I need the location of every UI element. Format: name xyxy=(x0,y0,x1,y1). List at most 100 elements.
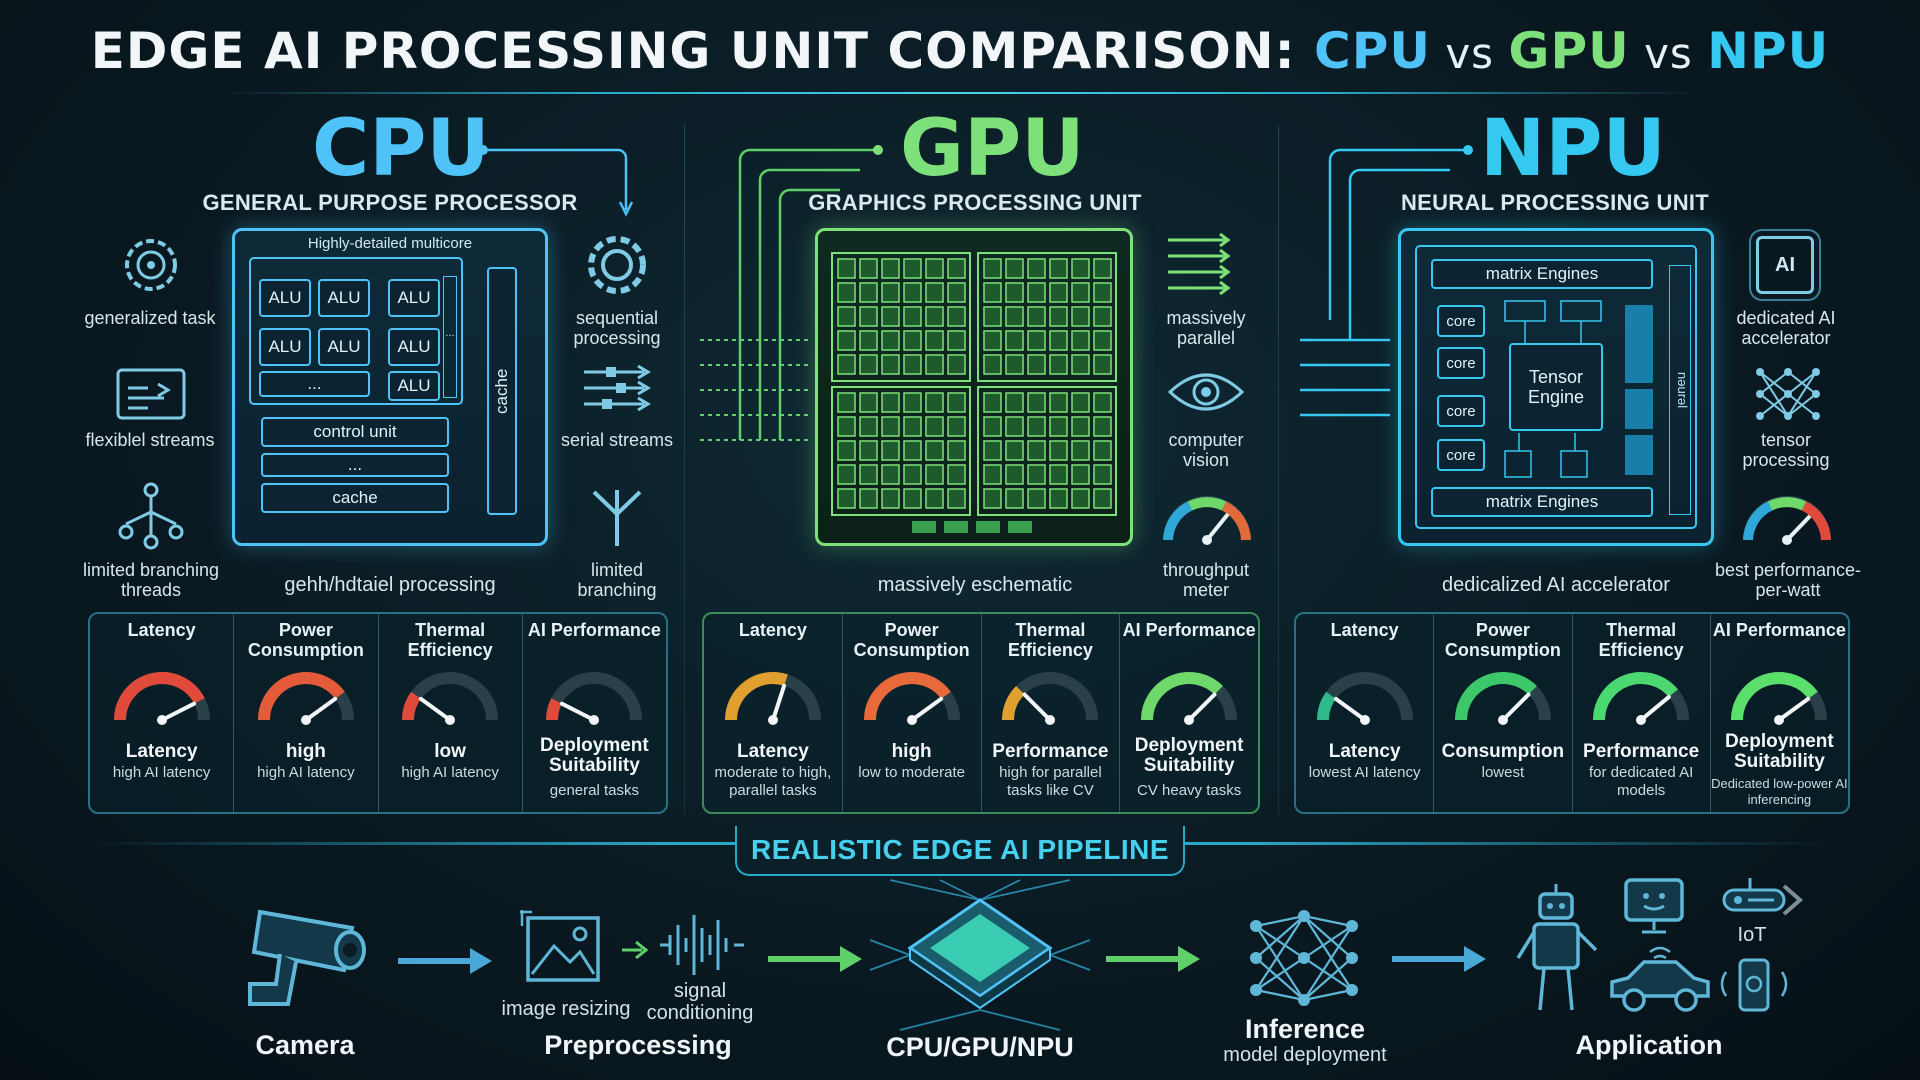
title-vs: vs xyxy=(1629,29,1708,78)
gauge-track xyxy=(546,672,643,721)
metric-description: moderate to high, parallel tasks xyxy=(714,764,832,799)
neural-network-icon xyxy=(1250,910,1358,1006)
gpu-core-tile xyxy=(1005,488,1024,509)
gpu-core-tile xyxy=(1071,354,1090,375)
gpu-core-tile xyxy=(859,258,878,279)
gauge-hub xyxy=(1497,715,1508,725)
gpu-core-tile xyxy=(947,354,966,375)
cpu-right-label: sequential processing xyxy=(573,308,661,348)
gpu-core-tile xyxy=(859,392,878,413)
npu-side-strip: nəurəl xyxy=(1669,265,1691,515)
pipeline-title-frame xyxy=(735,826,1185,876)
gpu-core-tile xyxy=(1005,306,1024,327)
cpu-chip-diagram: Highly-detailed multicore ALU ALU ALU AL… xyxy=(232,228,548,546)
cpu-left-label: generalized task xyxy=(84,308,216,328)
gpu-core-tile xyxy=(881,488,900,509)
gpu-core-tile xyxy=(1027,330,1046,351)
gpu-core-tile xyxy=(925,440,944,461)
cpu-cache-bottom: cache xyxy=(261,483,449,513)
gpu-core-tile xyxy=(1049,354,1068,375)
gpu-core-tile xyxy=(1005,440,1024,461)
gauge-needle xyxy=(1777,696,1811,722)
gpu-core-tile xyxy=(1093,440,1112,461)
gpu-core-tile xyxy=(1005,464,1024,485)
npu-caption: dedicalized AI accelerator xyxy=(1442,574,1670,596)
gpu-core-tile xyxy=(1049,464,1068,485)
gpu-core-tile xyxy=(1027,392,1046,413)
metric-heading: Power Consumption xyxy=(1444,620,1561,660)
gauge-icon xyxy=(1593,672,1690,725)
gpu-core-tile xyxy=(947,330,966,351)
title-cpu: CPU xyxy=(1314,22,1431,80)
gpu-core-tile xyxy=(903,488,922,509)
gauge-hub xyxy=(1774,715,1785,725)
gpu-core-tile xyxy=(881,354,900,375)
gpu-core-tile xyxy=(947,282,966,303)
gauge-needle xyxy=(1187,692,1217,722)
gpu-core-tile xyxy=(1071,330,1090,351)
gpu-core-tile xyxy=(881,282,900,303)
gpu-core-tile xyxy=(1049,440,1068,461)
gauge-icon xyxy=(1731,672,1828,725)
gauge-icon xyxy=(724,672,821,725)
gpu-core-tile xyxy=(983,330,1002,351)
gpu-core-tile xyxy=(1005,392,1024,413)
cpu-metrics-panel: Latency Latency high AI latency Power Co… xyxy=(88,612,668,814)
gpu-core-tile xyxy=(1049,488,1068,509)
gpu-io-pad xyxy=(976,521,1000,533)
monitor-icon xyxy=(1624,878,1684,934)
cpu-alu: ALU xyxy=(259,328,311,366)
pipeline-stage-preprocessing: Preprocessing xyxy=(544,1030,732,1060)
npu-core: core xyxy=(1437,395,1485,427)
gpu-core-tile xyxy=(881,330,900,351)
pipeline-stage-sub: model deployment xyxy=(1223,1044,1387,1066)
gauge-needle xyxy=(1333,696,1367,722)
gpu-core-tile xyxy=(881,464,900,485)
gpu-core-tile xyxy=(1071,306,1090,327)
metric-value: low xyxy=(434,741,466,762)
gpu-core-tile xyxy=(881,392,900,413)
arrow-right-icon xyxy=(398,948,492,974)
gpu-core-tile xyxy=(903,440,922,461)
gpu-core-tile xyxy=(859,416,878,437)
gpu-core-tile xyxy=(1005,330,1024,351)
gpu-core-tile xyxy=(947,392,966,413)
gpu-core-tile xyxy=(947,488,966,509)
gear-network-icon xyxy=(125,239,177,291)
gauge-hub xyxy=(1184,715,1195,725)
npu-chip-diagram: matrix Engines core core core core Tenso… xyxy=(1398,228,1714,546)
image-icon xyxy=(520,910,600,982)
arrow-right-icon xyxy=(768,946,862,972)
cpu-right-label: serial streams xyxy=(560,430,674,450)
gpu-metric: Latency Latency moderate to high, parall… xyxy=(704,614,843,812)
gauge-icon xyxy=(546,672,643,725)
pipeline-stage-sub: signal conditioning xyxy=(646,980,754,1024)
gpu-io-pad xyxy=(944,521,968,533)
gpu-core-tile xyxy=(1071,282,1090,303)
npu-input-lines xyxy=(1300,145,1473,417)
npu-matrix-engines-top: matrix Engines xyxy=(1431,259,1653,289)
metric-description: for dedicated AI models xyxy=(1589,764,1694,799)
gpu-core-tile xyxy=(1049,392,1068,413)
gauge-fill xyxy=(113,672,205,721)
gauge-icon xyxy=(1141,672,1238,725)
gpu-chip-diagram xyxy=(815,228,1133,546)
gear-icon xyxy=(588,236,646,294)
gpu-core-tile xyxy=(1093,258,1112,279)
gpu-core-tile xyxy=(947,440,966,461)
gpu-core-tile xyxy=(881,258,900,279)
gpu-core-tile xyxy=(1049,306,1068,327)
metric-value: Performance xyxy=(992,741,1109,762)
gpu-core-tile xyxy=(859,306,878,327)
gpu-core-tile xyxy=(881,416,900,437)
gauge-fill xyxy=(1731,672,1819,721)
pipeline-title: REALISTIC EDGE AI PIPELINE xyxy=(750,834,1169,865)
gpu-core-tile xyxy=(859,282,878,303)
metric-value: Consumption xyxy=(1441,741,1565,762)
gpu-core-tile xyxy=(925,354,944,375)
metric-value: Latency xyxy=(125,741,198,762)
gpu-core-tile xyxy=(1071,416,1090,437)
eye-icon xyxy=(1167,373,1245,411)
efficiency-gauge-icon xyxy=(1743,496,1831,545)
gauge-hub xyxy=(1636,715,1647,725)
